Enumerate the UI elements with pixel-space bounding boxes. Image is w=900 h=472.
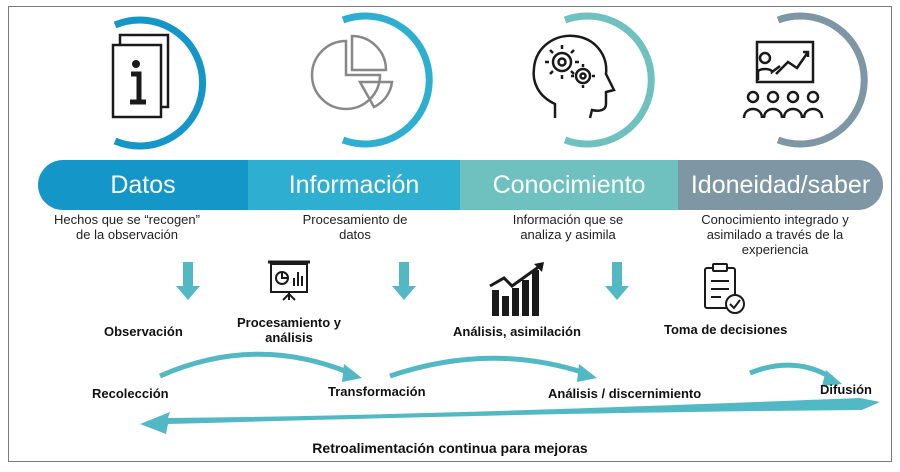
stage-description-conocimiento: Información que se analiza y asimila	[512, 212, 624, 242]
stage-description-idoneidad: Conocimiento integrado y asimilado a tra…	[701, 212, 849, 257]
ring-conocimiento	[563, 12, 655, 148]
stage-label-datos: Datos	[110, 171, 176, 199]
diagram-frame	[8, 6, 892, 462]
bar-chart-trend-icon	[489, 262, 544, 316]
down-arrows	[176, 262, 629, 300]
ring-idoneidad	[776, 12, 868, 148]
clipboard-check-icon	[704, 263, 745, 314]
label-difusion: Difusión	[820, 382, 872, 397]
presentation-audience-icon	[742, 40, 824, 119]
down-arrow-1	[176, 262, 200, 300]
feedback-arrow	[140, 398, 880, 434]
stage-bar-conocimiento	[460, 160, 678, 210]
stage-label-idoneidad: Idoneidad/saber	[690, 171, 871, 199]
label-transformacion: Transformación	[328, 384, 426, 399]
stage-label-informacion: Información	[288, 171, 420, 199]
ring-datos	[113, 16, 207, 150]
process-arrows	[158, 351, 834, 381]
label-recoleccion: Recolección	[92, 386, 169, 401]
stage-bar-idoneidad	[678, 160, 883, 210]
feedback-label: Retroalimentación continua para mejoras	[312, 440, 588, 456]
stage-bar	[38, 160, 883, 210]
pie-chart-icon	[310, 34, 394, 111]
ring-informacion	[341, 12, 433, 148]
curve-arrow-3	[749, 362, 834, 381]
head-gears-icon	[532, 34, 616, 119]
label-observacion: Observación	[104, 324, 183, 339]
down-arrow-2	[392, 262, 416, 300]
down-arrow-3	[605, 262, 629, 300]
label-procesamiento: Procesamiento y análisis	[236, 315, 342, 345]
presentation-board-icon	[268, 260, 310, 301]
curve-arrow-1	[158, 351, 351, 379]
stage-description-informacion: Procesamiento de datos	[302, 212, 408, 242]
label-analisis-asimilacion: Análisis, asimilación	[453, 324, 581, 339]
info-document-icon	[111, 33, 170, 119]
stage-bar-informacion	[248, 160, 460, 210]
process-arrowheads	[342, 364, 842, 386]
stage-description-datos: Hechos que se “recogen” de la observació…	[54, 212, 200, 242]
label-analisis-discernimiento: Análisis / discernimiento	[548, 386, 702, 401]
stage-bar-datos	[38, 160, 248, 210]
label-toma-decisiones: Toma de decisiones	[664, 322, 788, 337]
curve-arrow-2	[389, 355, 586, 379]
stage-label-conocimiento: Conocimiento	[492, 171, 646, 199]
